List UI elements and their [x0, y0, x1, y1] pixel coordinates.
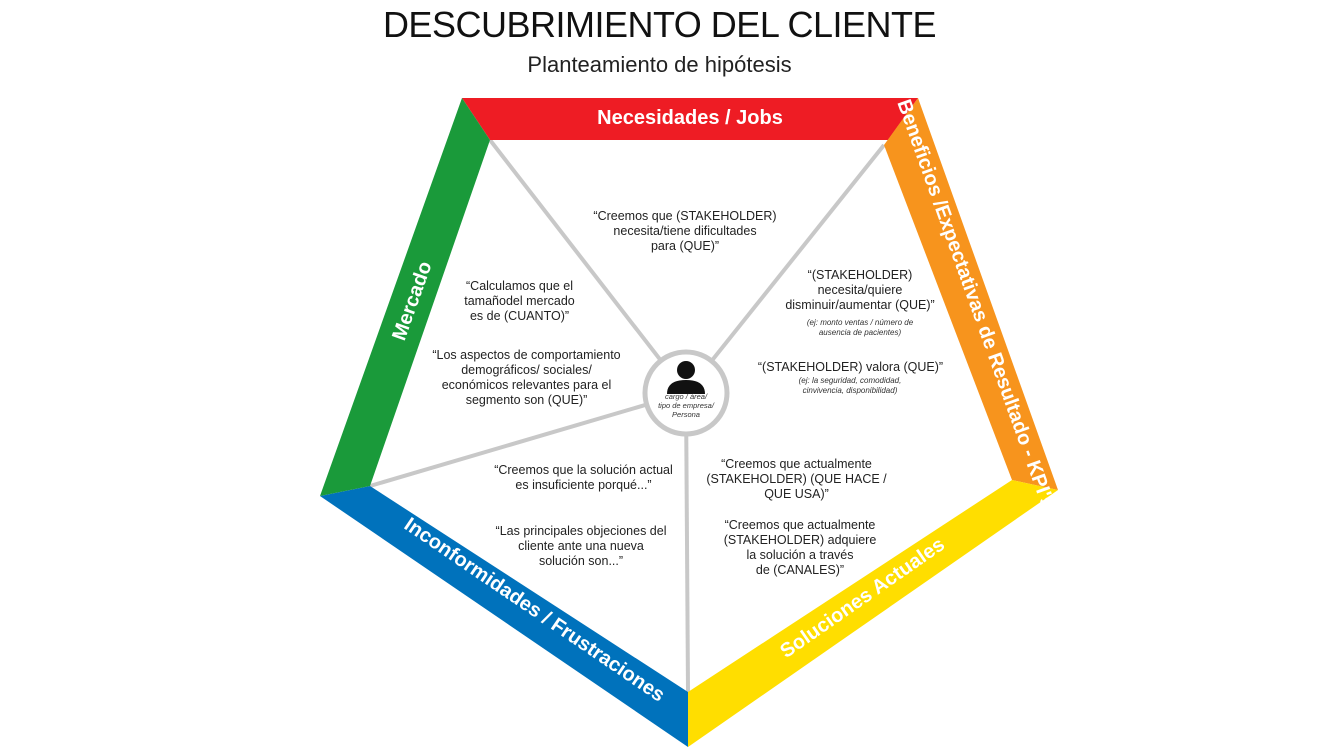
spokes: [369, 138, 886, 693]
mercado-text-1: “Calculamos que el tamañodel mercado es …: [464, 279, 575, 323]
inconformidades-text-1: “Creemos que la solución actual es insuf…: [494, 463, 673, 492]
spoke-top-left: [488, 138, 688, 395]
inconformidades-text-2: “Las principales objeciones del cliente …: [495, 524, 667, 568]
soluciones-text-2: “Creemos que actualmente (STAKEHOLDER) a…: [723, 518, 877, 577]
edge-necesidades: [462, 98, 918, 140]
beneficios-text-2: “(STAKEHOLDER) valora (QUE)”: [757, 360, 944, 374]
necesidades-text: “Creemos que (STAKEHOLDER) necesita/tien…: [593, 209, 777, 253]
edge-mercado: [320, 98, 490, 496]
page-subtitle: Planteamiento de hipótesis: [527, 52, 792, 77]
soluciones-text-1: “Creemos que actualmente (STAKEHOLDER) (…: [706, 457, 887, 501]
edge-inconformidades: [320, 486, 688, 747]
person-icon: [667, 361, 705, 394]
spoke-bottom: [684, 392, 690, 693]
edge-beneficios: [884, 98, 1058, 490]
page-title: DESCUBRIMIENTO DEL CLIENTE: [382, 4, 937, 45]
spoke-top-right: [684, 143, 886, 395]
beneficios-text-1: “(STAKEHOLDER) necesita/quiere disminuir…: [785, 268, 935, 312]
necesidades-label: Necesidades / Jobs: [597, 107, 783, 129]
mercado-text-2: “Los aspectos de comportamiento demográf…: [432, 348, 621, 407]
spoke-left: [369, 391, 687, 488]
beneficios-note-2: (ej: la seguridad, comodidad, cinvivenci…: [798, 376, 902, 395]
center-label: cargo / área/ tipo de empresa/ Persona: [658, 392, 714, 419]
edge-soluciones: [688, 480, 1058, 747]
beneficios-note-1: (ej: monto ventas / número de ausencia d…: [806, 318, 914, 337]
